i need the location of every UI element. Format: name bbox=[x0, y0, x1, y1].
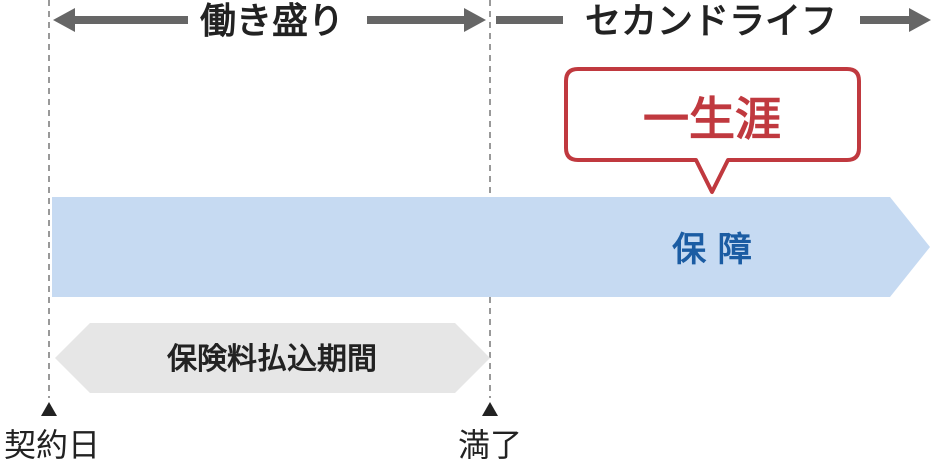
second-life-arrow bbox=[496, 8, 931, 32]
coverage-label: 保 障 bbox=[672, 230, 752, 270]
start-marker-icon bbox=[41, 402, 57, 416]
working-years-arrow bbox=[53, 8, 486, 32]
lifetime-callout: 一生涯 bbox=[564, 67, 861, 194]
end-marker-label: 満了 bbox=[458, 426, 522, 463]
second-life-label: セカンドライフ bbox=[585, 1, 837, 42]
coverage-band bbox=[52, 197, 930, 297]
working-years-label: 働き盛り bbox=[200, 1, 344, 42]
end-marker-icon bbox=[482, 402, 498, 416]
premium-period-label: 保険料払込期間 bbox=[167, 342, 377, 377]
premium-period-band bbox=[55, 323, 490, 393]
lifetime-label: 一生涯 bbox=[643, 92, 781, 146]
start-marker-label: 契約日 bbox=[4, 426, 100, 463]
